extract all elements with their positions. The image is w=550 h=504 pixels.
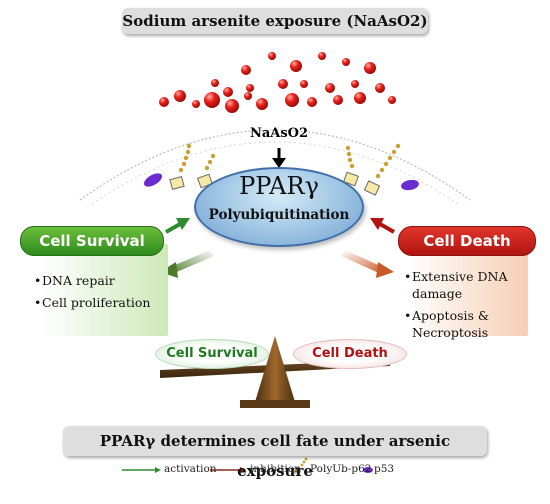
polyub-chain-left: [143, 143, 216, 190]
scale-survival-pan: Cell Survival: [155, 339, 269, 369]
death-item: Extensive DNA damage: [404, 268, 528, 302]
footer-title: PPARγ determines cell fate under arsenic…: [99, 432, 451, 480]
cell-membrane-inner: [91, 141, 459, 205]
inhibition-arrow-in: [370, 218, 395, 234]
legend-polyub: PolyUb-p62: [310, 463, 372, 475]
ppar-subtitle: Polyubiquitination: [208, 207, 350, 223]
death-item: Apoptosis & Necroptosis: [404, 307, 528, 341]
survival-outcome-box: DNA repair Cell proliferation: [28, 244, 168, 336]
death-outcome-arrow: [341, 250, 394, 278]
activation-arrow-in: [165, 218, 190, 234]
survival-list: DNA repair Cell proliferation: [28, 244, 168, 311]
compound-label: NaAsO2: [249, 126, 309, 141]
arsenite-particles: [159, 52, 396, 113]
scale-death-pan: Cell Death: [293, 339, 407, 369]
death-list: Extensive DNA damage Apoptosis & Necropt…: [394, 244, 528, 341]
legend-p53: p53: [374, 463, 395, 475]
legend-activation: activation: [164, 463, 217, 475]
survival-outcome-arrow: [160, 250, 214, 278]
header-banner: Sodium arsenite exposure (NaAsO2): [122, 8, 428, 34]
death-label: Cell Death: [398, 226, 536, 256]
ppar-node: [194, 167, 364, 247]
survival-item: DNA repair: [34, 272, 168, 289]
header-title: Sodium arsenite exposure (NaAsO2): [122, 12, 428, 30]
footer-banner: PPARγ determines cell fate under arsenic…: [63, 426, 487, 480]
survival-label: Cell Survival: [20, 226, 164, 256]
death-outcome-box: Extensive DNA damage Apoptosis & Necropt…: [394, 244, 528, 340]
legend-glyphs: [122, 457, 373, 474]
entry-arrow: [272, 148, 286, 168]
survival-item: Cell proliferation: [34, 294, 168, 311]
legend-inhibition: inhibition: [250, 463, 301, 475]
ppar-title: PPARγ: [239, 172, 319, 200]
